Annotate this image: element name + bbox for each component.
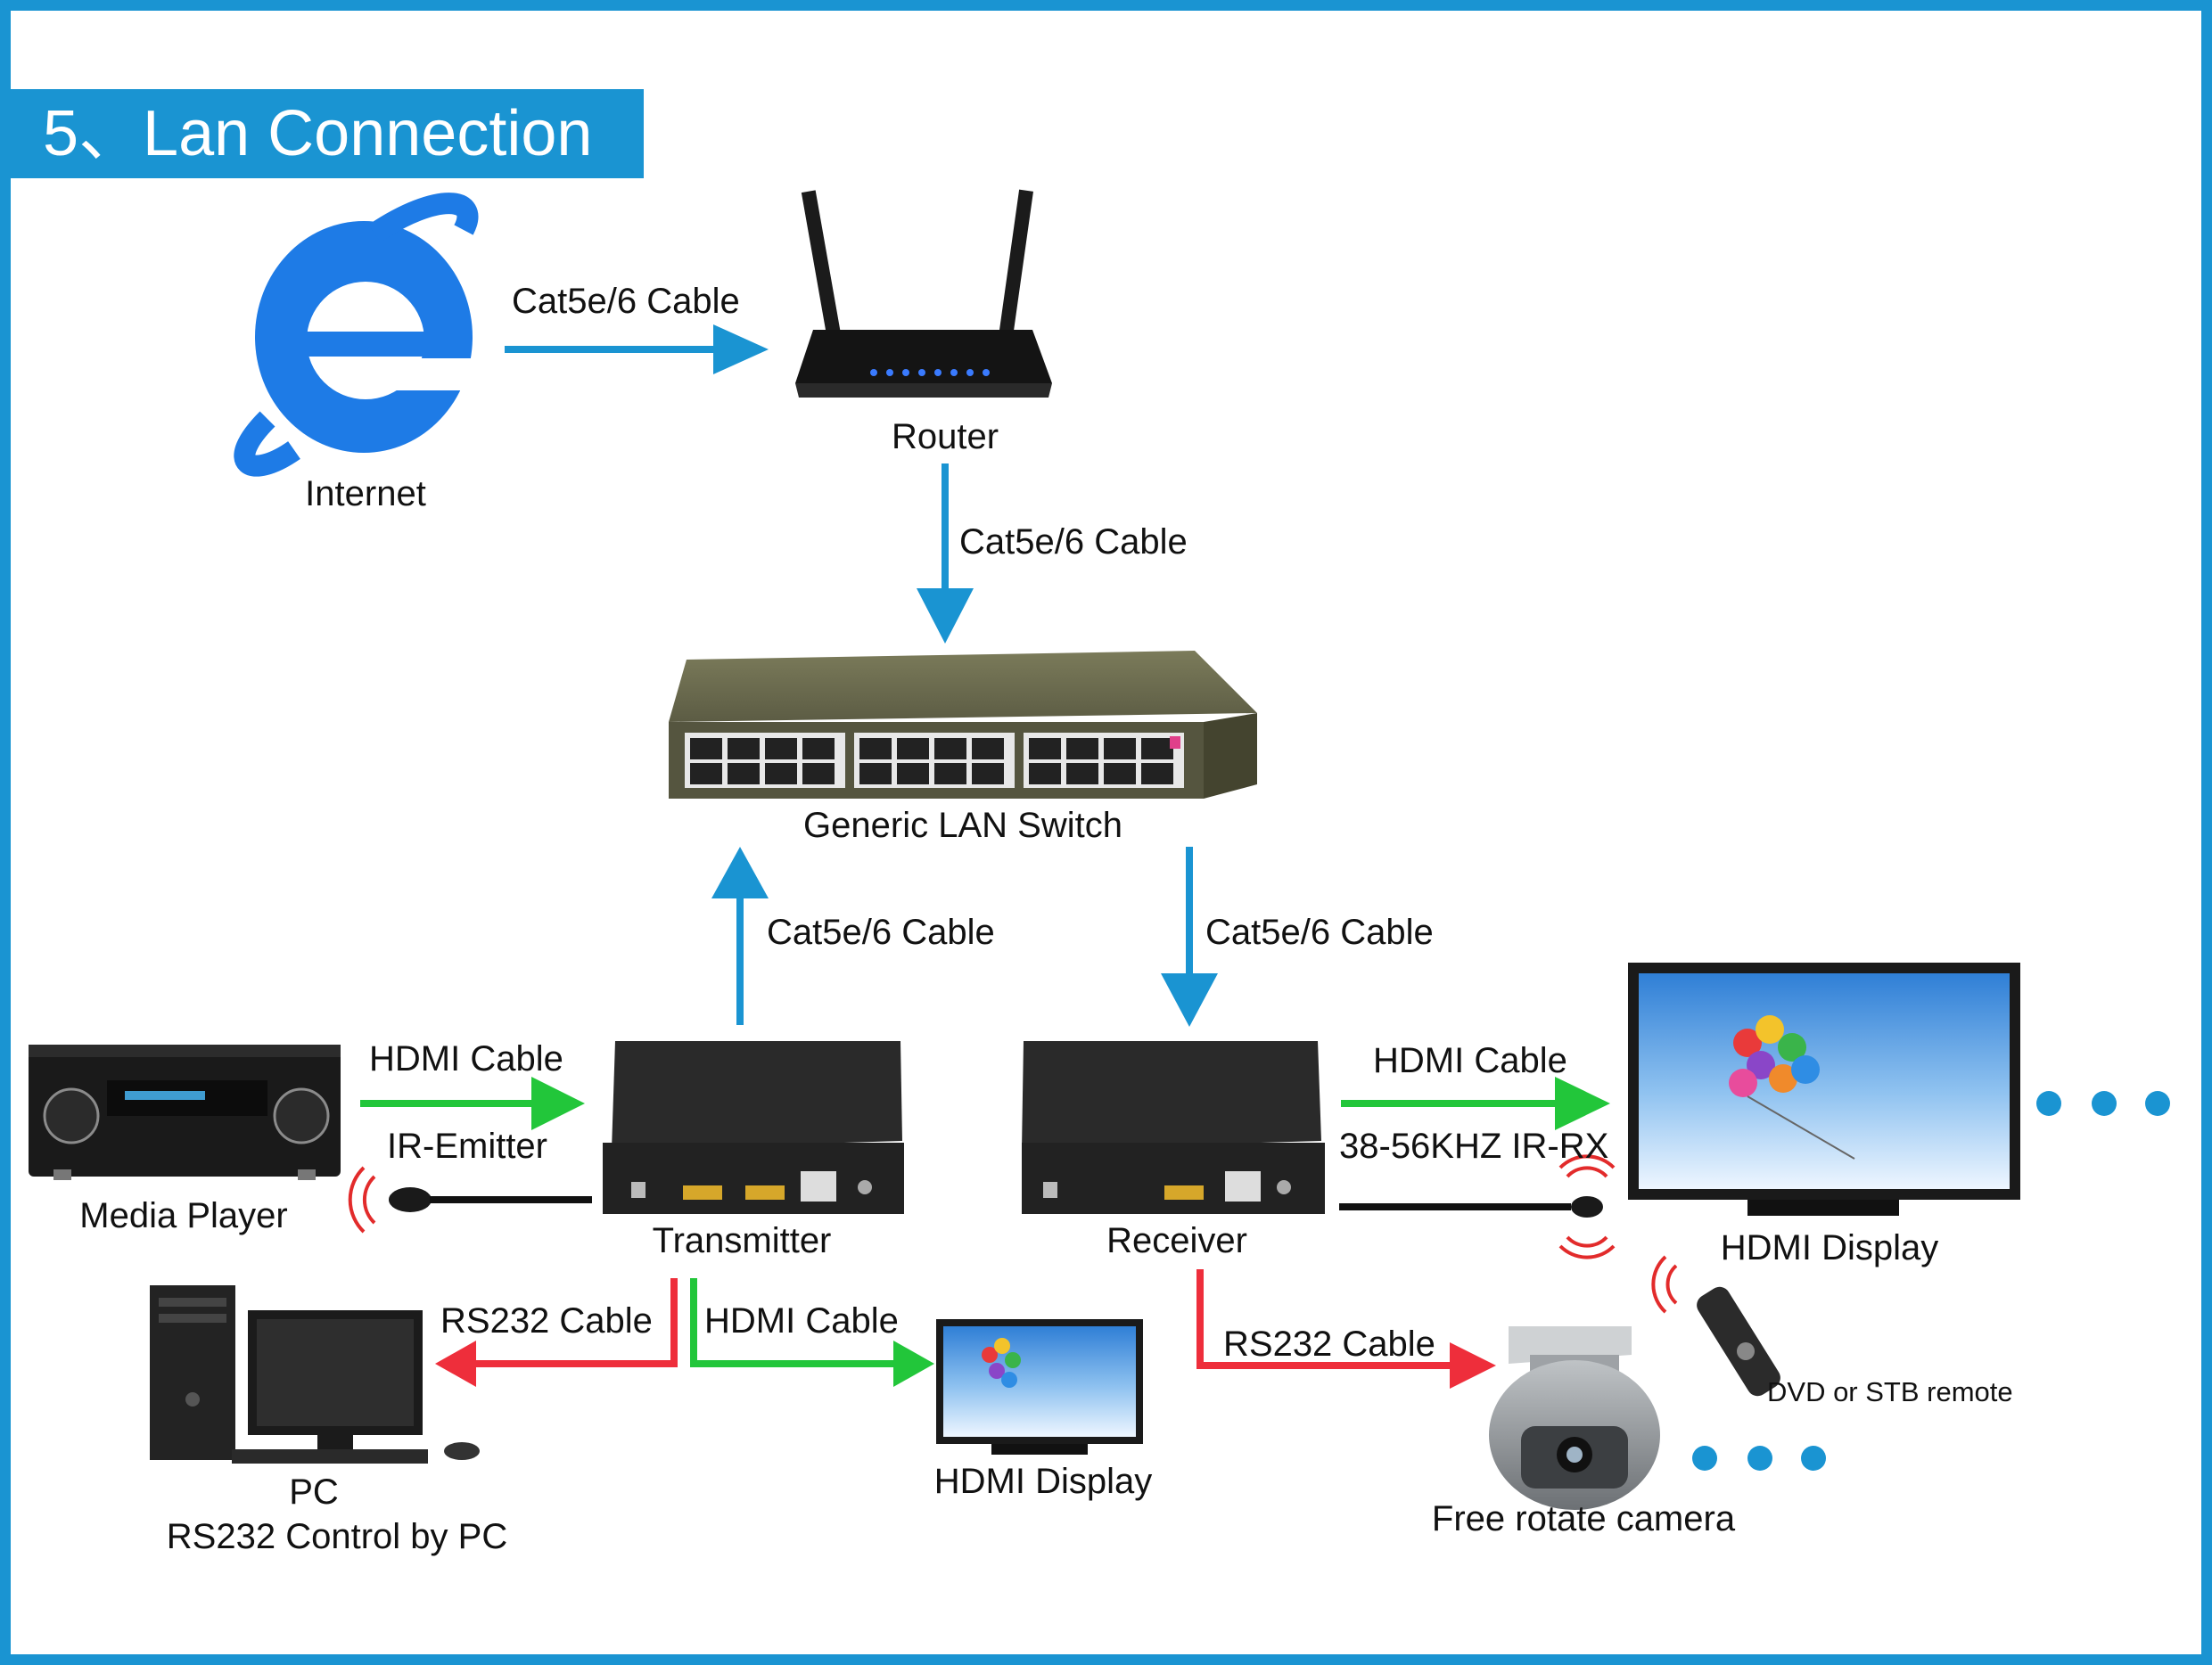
more-cameras-dots	[1692, 1446, 1826, 1471]
cable-label-switch-rx: Cat5e/6 Cable	[1205, 913, 1434, 952]
more-displays-dots	[2036, 1091, 2170, 1116]
receiver-icon	[1022, 1041, 1325, 1214]
cable-label-internet-router: Cat5e/6 Cable	[512, 282, 740, 321]
rs232-arrow-tx-pc	[471, 1278, 678, 1367]
ir-rx-head	[1558, 1154, 1616, 1259]
label-remote: DVD or STB remote	[1767, 1376, 2013, 1407]
pc-icon	[150, 1285, 480, 1464]
label-camera: Free rotate camera	[1431, 1499, 1736, 1538]
cable-label-player-tx: HDMI Cable	[369, 1039, 563, 1079]
label-transmitter: Transmitter	[652, 1221, 832, 1260]
hdmi-display-local-icon	[936, 1319, 1143, 1455]
cable-label-tx-local-display: HDMI Cable	[704, 1301, 899, 1341]
lan-switch-icon	[669, 651, 1257, 799]
cable-label-rx-display: HDMI Cable	[1373, 1041, 1567, 1080]
label-hdmi-display-main: HDMI Display	[1720, 1228, 1939, 1267]
cable-label-ir-rx: 38-56KHZ IR-RX	[1339, 1127, 1609, 1166]
hdmi-arrow-tx-local-display	[690, 1278, 899, 1367]
label-pc-sub: RS232 Control by PC	[166, 1517, 508, 1556]
remote-signal-icon	[1651, 1255, 1678, 1314]
router-icon	[795, 189, 1052, 398]
label-receiver: Receiver	[1106, 1221, 1247, 1260]
remote-icon	[1697, 1286, 1780, 1397]
cable-label-tx-switch: Cat5e/6 Cable	[767, 913, 995, 952]
media-player-icon	[29, 1045, 341, 1180]
internet-icon	[234, 193, 481, 477]
label-switch: Generic LAN Switch	[803, 806, 1122, 845]
cable-label-rx-camera: RS232 Cable	[1223, 1325, 1435, 1364]
cable-label-tx-pc: RS232 Cable	[440, 1301, 653, 1341]
label-media-player: Media Player	[79, 1196, 288, 1235]
transmitter-icon	[603, 1041, 904, 1214]
page-title: 5、Lan Connection	[11, 89, 644, 178]
cable-label-ir-emitter: IR-Emitter	[387, 1127, 547, 1166]
label-hdmi-display-local: HDMI Display	[933, 1462, 1153, 1501]
ir-emitter-head	[348, 1166, 432, 1234]
cable-label-router-switch: Cat5e/6 Cable	[959, 522, 1188, 562]
label-internet: Internet	[305, 474, 426, 513]
label-pc: PC	[289, 1472, 339, 1512]
camera-icon	[1489, 1326, 1660, 1510]
rs232-arrow-rx-camera	[1196, 1269, 1455, 1369]
hdmi-display-main-icon	[1628, 963, 2020, 1216]
label-router: Router	[891, 417, 999, 456]
